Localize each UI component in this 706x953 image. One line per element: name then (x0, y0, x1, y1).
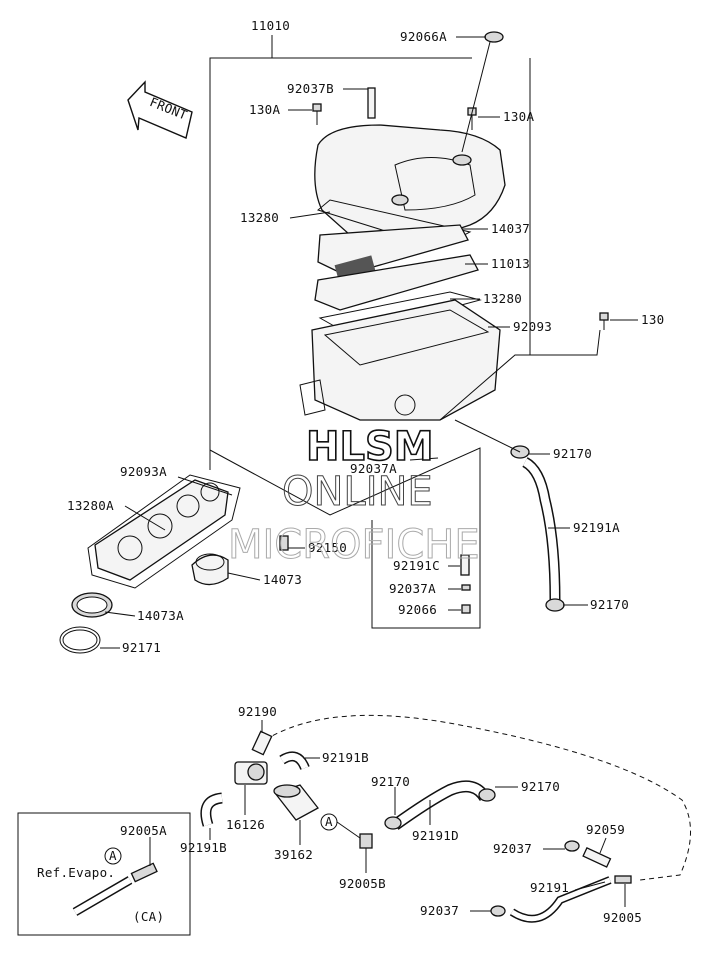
callout-11010: 11010 (251, 18, 290, 33)
callout-92066: 92066 (398, 602, 437, 617)
hose-92190 (251, 730, 273, 756)
hose-92191B-upper (279, 751, 310, 771)
valve-16126 (234, 761, 268, 785)
callout-16126: 16126 (226, 817, 265, 832)
canister-39162 (273, 784, 319, 821)
callout-14073A: 14073A (137, 608, 184, 623)
hose-92059 (582, 847, 612, 868)
callout-92066A: 92066A (400, 29, 447, 44)
watermark-line1: HLSM (306, 424, 434, 470)
callout-92037A-top: 92037A (350, 461, 397, 476)
inset-connector-letter: A (109, 848, 117, 863)
fitting-92005 (614, 875, 632, 884)
clamp-92170-d (478, 788, 496, 802)
intake-plate-13280A (94, 479, 229, 581)
callout-92191D: 92191D (412, 828, 459, 843)
callout-92037A-bot: 92037A (389, 581, 436, 596)
callout-13280-top: 13280 (240, 210, 279, 225)
callout-92037-b: 92037 (420, 903, 459, 918)
hose-92191C (460, 554, 470, 576)
watermark-line2: ONLINE (282, 469, 433, 515)
hose-92191B-lower (200, 792, 223, 827)
callout-92191A: 92191A (573, 520, 620, 535)
element-holder-14037 (317, 224, 469, 281)
callout-130A-left: 130A (249, 102, 280, 117)
svg-text:A: A (325, 814, 333, 829)
callout-92093: 92093 (513, 319, 552, 334)
callout-130A-right: 130A (503, 109, 534, 124)
callout-92191B-top: 92191B (322, 750, 369, 765)
inset-ref-label: Ref.Evapo. (37, 865, 115, 880)
air-cleaner-cover (314, 124, 506, 247)
clamp-92037-b (490, 905, 506, 917)
air-filter-11013 (314, 254, 479, 311)
callout-92005: 92005 (603, 910, 642, 925)
inset-box-ca: A Ref.Evapo. (CA) (17, 812, 191, 936)
callout-92191B-bot: 92191B (180, 840, 227, 855)
callout-13280-mid: 13280 (483, 291, 522, 306)
air-cleaner-housing (299, 299, 501, 421)
fitting-92150 (279, 535, 289, 551)
callout-92037-a: 92037 (493, 841, 532, 856)
callout-92093A: 92093A (120, 464, 167, 479)
callout-92170-d: 92170 (521, 779, 560, 794)
gasket-92093A (87, 474, 241, 589)
callout-92005A: 92005A (120, 823, 167, 838)
hose-92191 (509, 876, 612, 923)
clamp-92171 (59, 626, 101, 654)
clip-92037A (461, 584, 471, 591)
assembly-bracket-11010 (209, 35, 531, 629)
callout-labels: 11010 92066A 92037B 130A 130A 13280 1403… (67, 18, 664, 925)
bolt-130 (599, 312, 609, 330)
bolt-130A-left (312, 103, 322, 125)
vent-route-dashed (264, 714, 691, 881)
hose-92191D (391, 780, 491, 830)
callout-130: 130 (641, 312, 664, 327)
watermark-line3: MICROFICHE (228, 522, 480, 568)
duct-14073A (71, 592, 113, 618)
duct-14073 (191, 553, 229, 586)
callout-92171: 92171 (122, 640, 161, 655)
callout-14073: 14073 (263, 572, 302, 587)
callout-92191C: 92191C (393, 558, 440, 573)
callout-92190: 92190 (238, 704, 277, 719)
callout-39162: 39162 (274, 847, 313, 862)
leader-lines (100, 36, 638, 912)
callout-92191: 92191 (530, 880, 569, 895)
callout-14037: 14037 (491, 221, 530, 236)
callout-92170-c: 92170 (371, 774, 410, 789)
connector-a-marker: A (320, 813, 361, 839)
cap-92066 (461, 604, 471, 614)
callout-11013: 11013 (491, 256, 530, 271)
callout-92170-a: 92170 (553, 446, 592, 461)
front-direction-arrow: FRONT (127, 80, 193, 139)
pin-92037B (367, 87, 376, 119)
fitting-92005B (359, 833, 373, 849)
callout-92059: 92059 (586, 822, 625, 837)
inset-region-label: (CA) (133, 909, 164, 924)
cap-92066A (484, 31, 504, 43)
callout-92170-b: 92170 (590, 597, 629, 612)
callout-92037B: 92037B (287, 81, 334, 96)
watermark: HLSM ONLINE MICROFICHE (228, 423, 481, 568)
callout-13280A: 13280A (67, 498, 114, 513)
callout-92150: 92150 (308, 540, 347, 555)
callout-92005B: 92005B (339, 876, 386, 891)
clamp-92170-lower (545, 598, 565, 612)
clamp-92037-a (564, 840, 580, 852)
clamp-92170-c (384, 816, 402, 830)
